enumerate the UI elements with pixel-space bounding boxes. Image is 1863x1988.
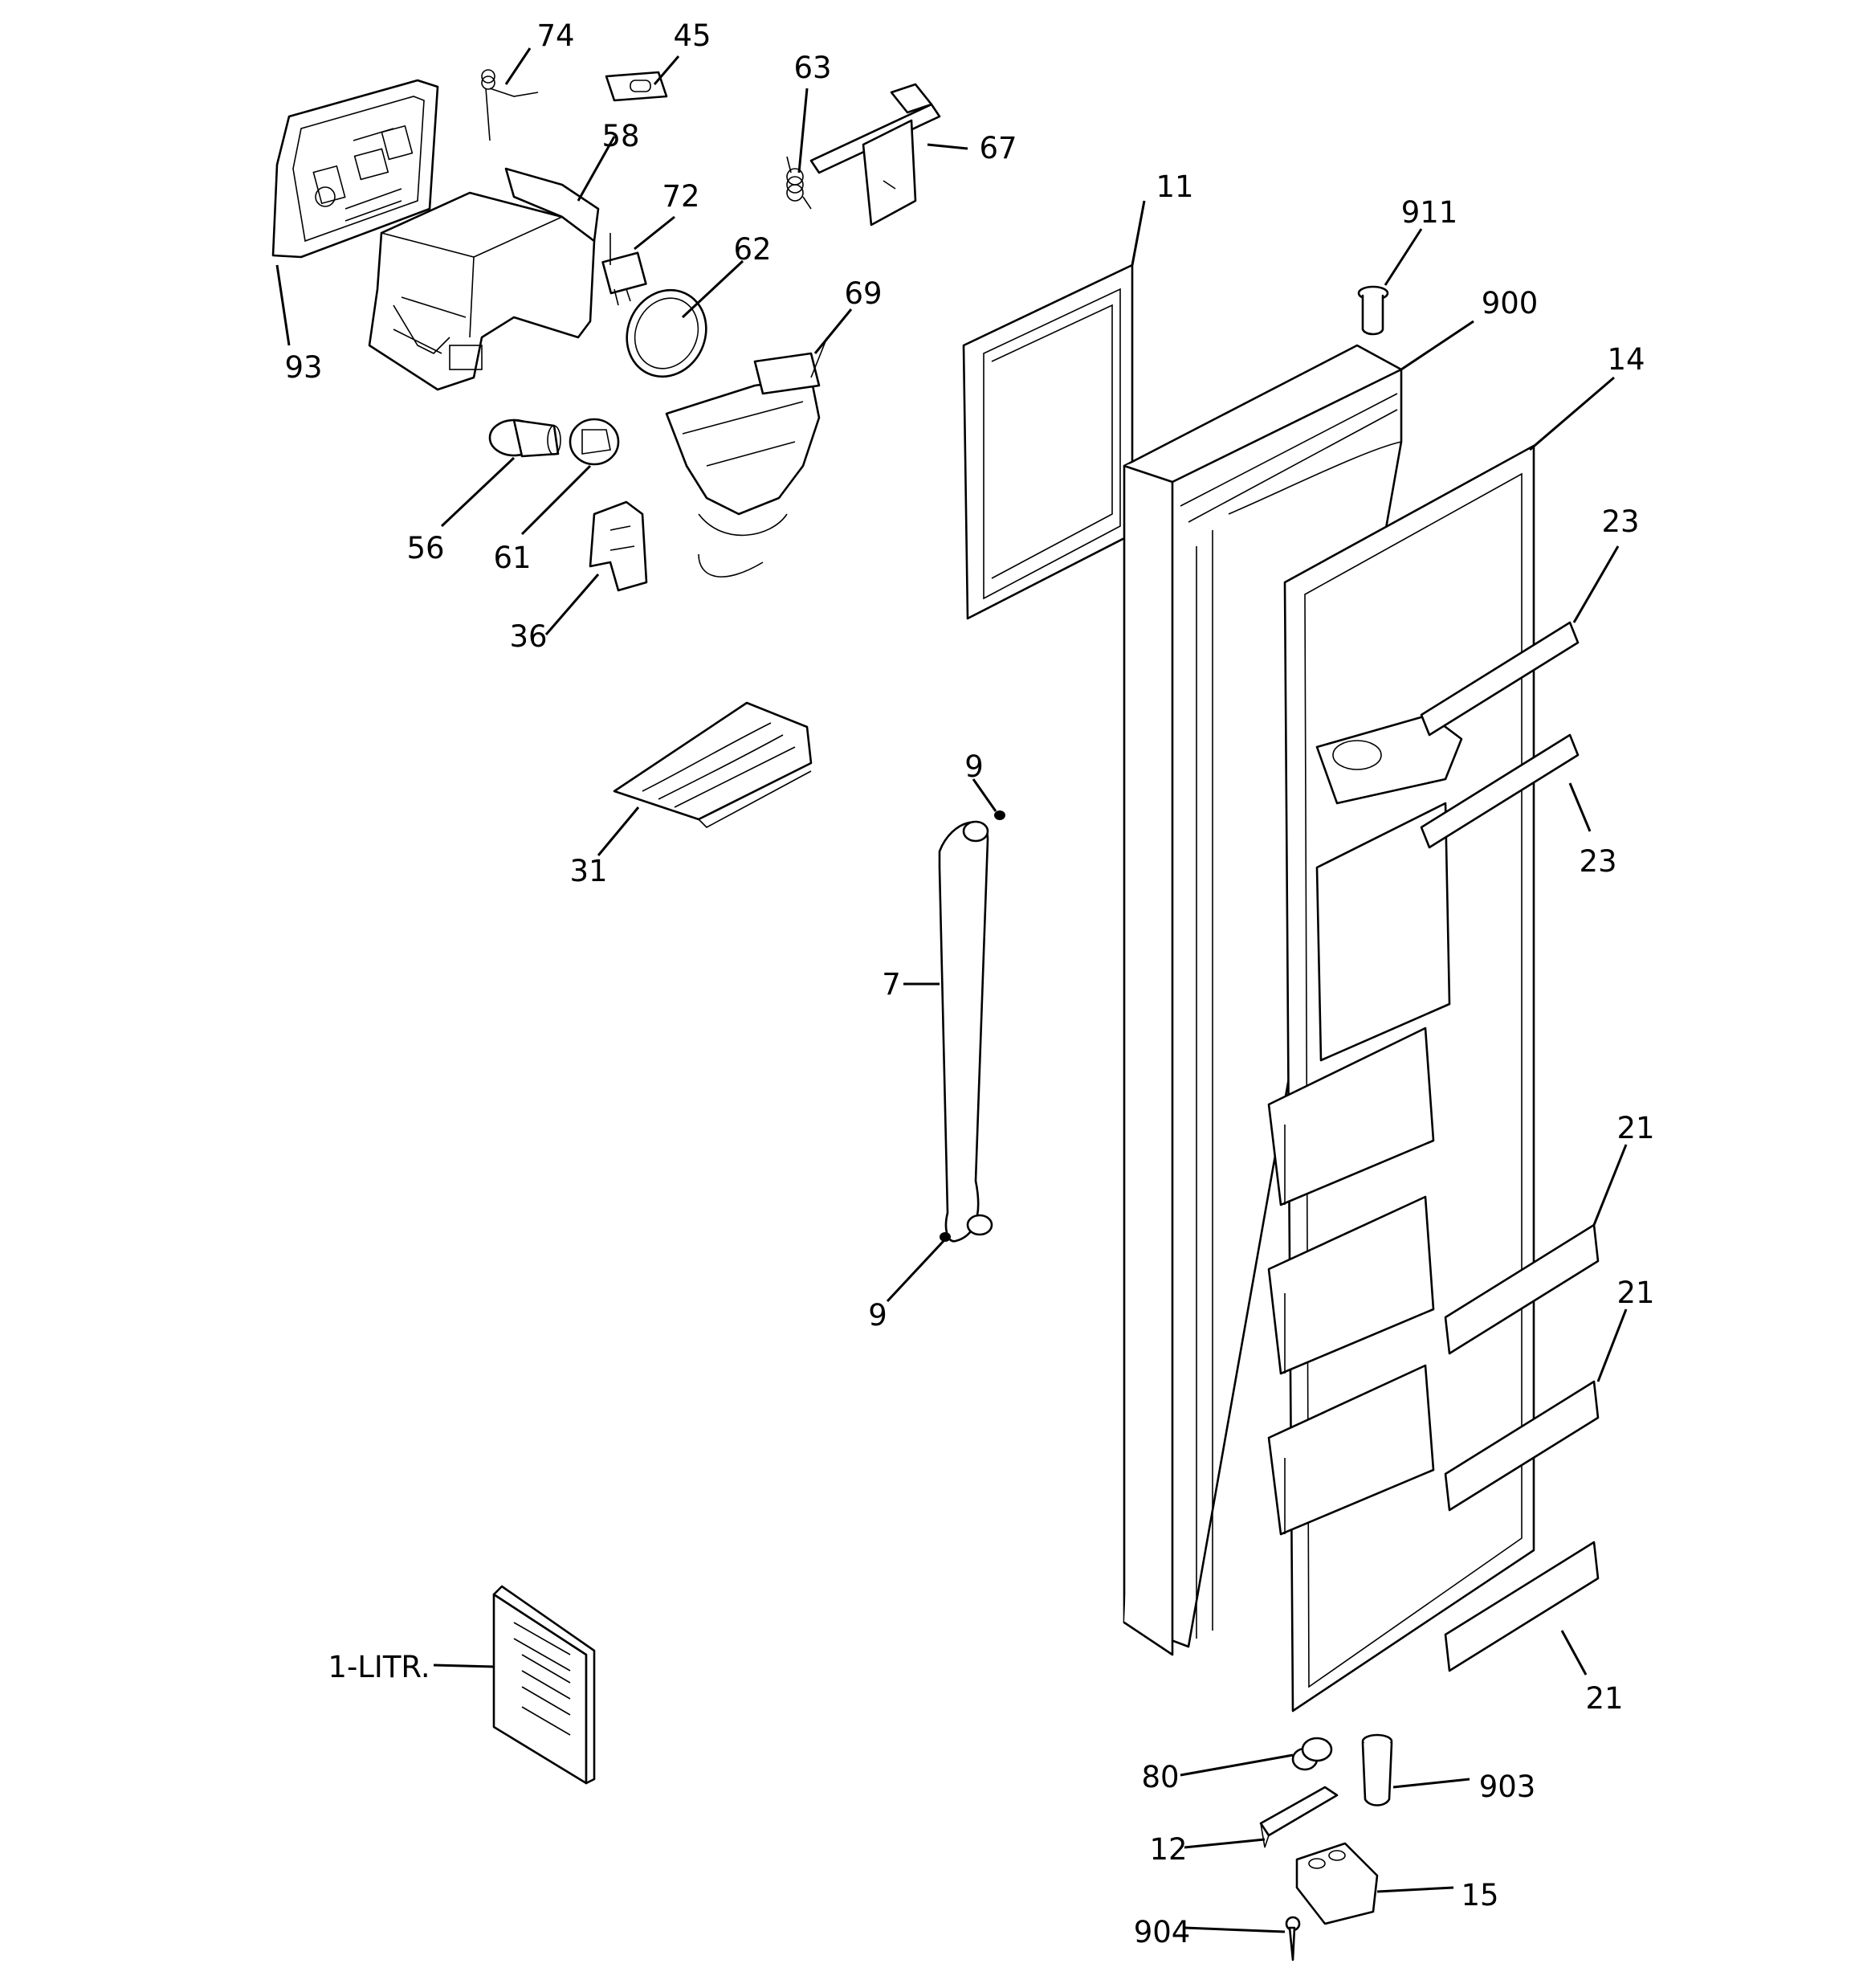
callout-31: 31 — [569, 854, 607, 888]
part-62-ring — [626, 288, 707, 378]
part-11-dispenser-recess — [962, 263, 1134, 620]
callout-1-litr: 1-LITR. — [328, 1650, 430, 1684]
part-56-cam — [488, 418, 561, 458]
part-21-bin-rail-2 — [1444, 1380, 1600, 1512]
callout-67: 67 — [979, 131, 1017, 165]
part-61-coupler — [569, 418, 620, 466]
part-63-spring — [786, 156, 812, 210]
part-67-actuator-shaft — [809, 83, 941, 227]
callout-21-first: 21 — [1616, 1111, 1654, 1145]
callout-36: 36 — [509, 619, 547, 654]
callout-61: 61 — [493, 541, 531, 575]
callout-58: 58 — [601, 119, 639, 153]
callout-labels: 74 45 63 67 58 72 11 911 62 69 93 900 14… — [284, 18, 1654, 1949]
callout-63: 63 — [793, 51, 831, 85]
part-23-shelf-rail-upper — [1420, 621, 1580, 737]
callout-56: 56 — [406, 531, 444, 565]
part-9-screw-top — [994, 810, 1005, 820]
callout-12: 12 — [1149, 1832, 1187, 1867]
callout-7: 7 — [882, 967, 901, 1002]
callout-21-second: 21 — [1616, 1276, 1654, 1310]
callout-911: 911 — [1401, 195, 1458, 230]
part-80-bushing — [1291, 1737, 1333, 1771]
part-58-dispenser-housing — [368, 167, 600, 391]
part-74-spring — [481, 69, 539, 141]
part-69-ice-chute-funnel — [665, 337, 828, 578]
callout-23-upper: 23 — [1601, 504, 1639, 539]
callout-11: 11 — [1156, 169, 1193, 204]
callout-69: 69 — [844, 276, 882, 311]
part-15-hinge — [1295, 1842, 1379, 1925]
part-14-door-liner — [1267, 444, 1535, 1712]
part-911-bushing — [1357, 285, 1389, 336]
callout-15: 15 — [1461, 1878, 1498, 1912]
callout-9-bottom: 9 — [868, 1298, 887, 1333]
callout-93: 93 — [284, 350, 322, 385]
callout-62: 62 — [733, 232, 771, 267]
callout-72: 72 — [662, 179, 699, 214]
callout-45: 45 — [673, 18, 711, 53]
callout-80: 80 — [1141, 1760, 1179, 1794]
part-903-pin — [1361, 1733, 1393, 1806]
part-45-bracket — [605, 71, 668, 102]
callout-21-third: 21 — [1585, 1681, 1623, 1716]
part-1-litr-literature — [492, 1585, 596, 1785]
part-23-shelf-rail-lower — [1420, 733, 1580, 849]
part-72-switch — [601, 233, 647, 306]
part-21-bin-rail-1 — [1444, 1223, 1600, 1355]
part-21-bin-rail-3 — [1444, 1541, 1600, 1672]
part-36-bracket — [589, 500, 648, 592]
part-93-control-panel — [271, 79, 439, 259]
part-12-shim — [1259, 1786, 1339, 1848]
leader-lines — [275, 47, 1628, 1933]
callout-74: 74 — [536, 18, 574, 53]
callout-14: 14 — [1607, 342, 1645, 377]
part-9-screw-bottom — [940, 1232, 951, 1242]
part-31-drip-tray — [613, 701, 813, 828]
callout-900: 900 — [1482, 286, 1539, 320]
callout-23-lower: 23 — [1579, 844, 1616, 879]
callout-9-top: 9 — [964, 749, 984, 784]
callout-904: 904 — [1134, 1915, 1191, 1949]
part-904-screw — [1285, 1916, 1301, 1961]
callout-903: 903 — [1479, 1770, 1536, 1804]
part-7-handle — [938, 820, 993, 1243]
